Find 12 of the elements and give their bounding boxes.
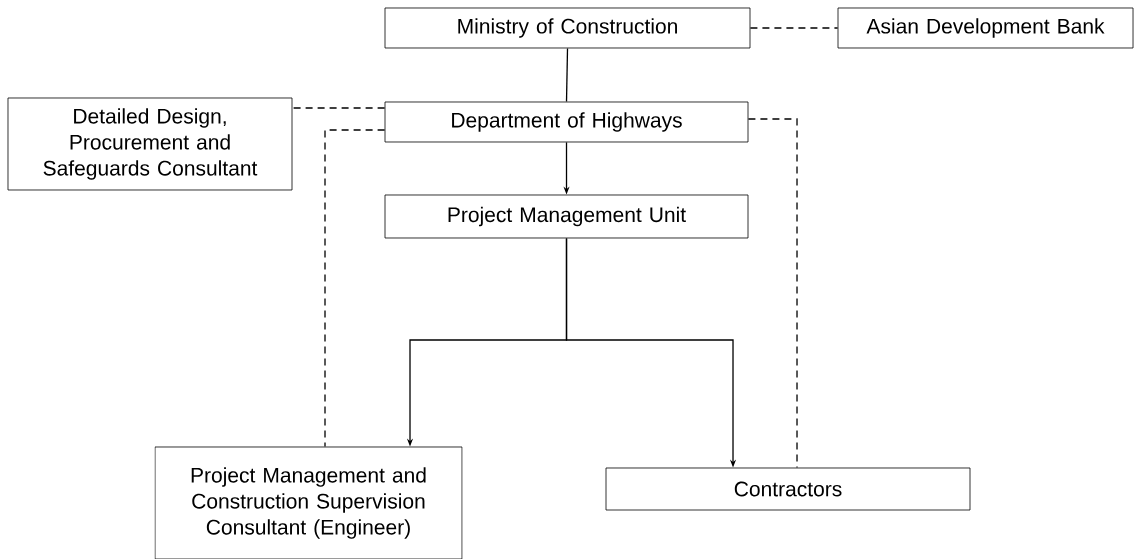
org-box: Contractors: [605, 467, 971, 511]
dashed-connector: [749, 27, 839, 29]
org-box: Asian Development Bank: [837, 7, 1134, 49]
org-box: Department of Highways: [384, 101, 749, 143]
dashed-connector: [324, 129, 386, 448]
org-box: Project Management and Construction Supervision Consultant (Engineer): [154, 446, 463, 559]
org-box: Detailed Design, Procurement and Safeguards Consultant: [7, 97, 293, 191]
dashed-connector: [747, 118, 798, 469]
org-box: Project Management Unit: [384, 194, 749, 239]
connector-line: [565, 47, 569, 103]
dashed-connector: [291, 107, 386, 109]
org-box: Ministry of Construction: [384, 7, 751, 49]
